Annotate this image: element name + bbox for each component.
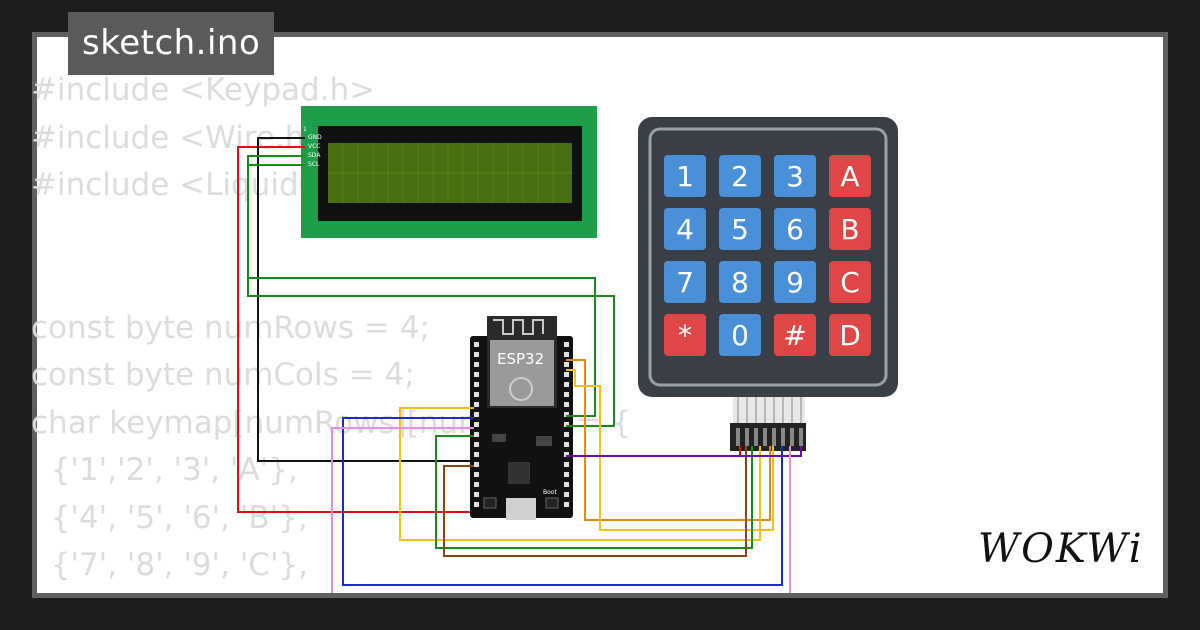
lcd-pin-gnd-label: GND <box>308 134 322 141</box>
wire-purple-keypad <box>566 446 802 457</box>
usb-port <box>506 498 536 520</box>
wire-orange-keypad <box>566 359 771 521</box>
wire-yellow-left <box>399 407 761 541</box>
key-label: C <box>840 266 860 299</box>
key-cap <box>774 261 816 303</box>
key-label: 9 <box>786 266 804 299</box>
key-B[interactable]: B <box>829 208 871 250</box>
key-1[interactable]: 1 <box>664 155 706 197</box>
wire-yellow-keypad <box>566 369 774 531</box>
boot-label: Boot <box>543 489 557 496</box>
keypad-border <box>648 127 888 387</box>
key-cap <box>829 208 871 250</box>
key-5[interactable]: 5 <box>719 208 761 250</box>
key-label: 8 <box>731 266 749 299</box>
key-label: A <box>840 160 859 193</box>
key-label: B <box>840 213 859 246</box>
lcd-pin-1-label: 1 <box>303 126 307 133</box>
key-cap <box>774 155 816 197</box>
code-line: const byte numRows = 4; <box>31 309 430 346</box>
key-label: # <box>783 319 806 352</box>
key-4[interactable]: 4 <box>664 208 706 250</box>
key-label: 7 <box>676 266 694 299</box>
key-3[interactable]: 3 <box>774 155 816 197</box>
antenna-trace <box>493 319 544 335</box>
lcd-pin-scl-label: SCL <box>308 161 320 168</box>
key-label: 5 <box>731 213 749 246</box>
wire-green-sda <box>247 155 596 417</box>
key-label: 1 <box>676 160 694 193</box>
lcd-pin-sda-label: SDA <box>308 152 321 159</box>
header-pins-left <box>474 342 479 507</box>
code-line: {'1','2', '3', 'A'}, <box>31 452 298 488</box>
key-cap <box>719 261 761 303</box>
smd-component <box>492 434 506 442</box>
lcd-pin-vcc-label: VCC <box>308 143 320 150</box>
key-label: 0 <box>731 319 749 352</box>
keypad-4x4[interactable]: 1 2 3 A 4 5 6 B 7 8 9 C * 0 # D <box>638 117 898 451</box>
esp32-label: ESP32 <box>497 350 544 368</box>
wire-brown-keypad <box>443 446 747 557</box>
key-6[interactable]: 6 <box>774 208 816 250</box>
key-D[interactable]: D <box>829 314 871 356</box>
lcd-display[interactable]: 1 GND VCC SDA SCL <box>301 106 597 238</box>
key-cap <box>829 314 871 356</box>
code-line: const byte numCols = 4; <box>31 357 415 393</box>
key-cap <box>664 208 706 250</box>
wire-green-keypad <box>435 435 753 549</box>
key-A[interactable]: A <box>829 155 871 197</box>
smd-component <box>536 436 552 446</box>
key-cap <box>664 155 706 197</box>
keypad-keys: 1 2 3 A 4 5 6 B 7 8 9 C * 0 # D <box>664 155 871 356</box>
en-button[interactable] <box>483 497 497 509</box>
key-9[interactable]: 9 <box>774 261 816 303</box>
wire-pink-left <box>331 427 474 593</box>
header-pins-right <box>564 342 569 507</box>
key-C[interactable]: C <box>829 261 871 303</box>
code-line: #include <Keypad.h> <box>31 72 376 108</box>
key-label: 2 <box>731 160 749 193</box>
key-cap <box>774 314 816 356</box>
key-cap <box>664 314 706 356</box>
lcd-char-grid <box>328 143 572 203</box>
key-8[interactable]: 8 <box>719 261 761 303</box>
file-tab[interactable]: sketch.ino <box>68 12 275 75</box>
wire-black-gnd <box>257 137 470 462</box>
code-line: {'4', '5', '6', 'B'}, <box>31 499 308 536</box>
wire-blue-keypad <box>342 417 783 586</box>
espressif-logo-icon <box>509 377 533 401</box>
key-cap <box>719 314 761 356</box>
key-star[interactable]: * <box>664 314 706 356</box>
usb-chip <box>508 462 530 484</box>
boot-button[interactable] <box>545 497 559 509</box>
key-7[interactable]: 7 <box>664 261 706 303</box>
esp32-shield <box>490 340 554 406</box>
key-label: * <box>678 319 692 352</box>
wire-red-vcc <box>237 146 470 513</box>
wire-green-scl <box>247 164 615 427</box>
keypad-ribbon <box>730 397 806 451</box>
wires <box>237 137 802 593</box>
key-cap <box>664 261 706 303</box>
key-cap <box>829 261 871 303</box>
key-2[interactable]: 2 <box>719 155 761 197</box>
key-hash[interactable]: # <box>774 314 816 356</box>
key-0[interactable]: 0 <box>719 314 761 356</box>
wokwi-logo: WOKWi <box>978 526 1144 572</box>
key-cap <box>719 208 761 250</box>
key-cap <box>774 208 816 250</box>
key-cap <box>719 155 761 197</box>
wire-red-keypad <box>566 446 741 457</box>
key-label: 3 <box>786 160 804 193</box>
key-label: 4 <box>676 213 694 246</box>
esp32-board[interactable]: ESP32 Boot <box>470 316 573 520</box>
code-line: {'7', '8', '9', 'C'}, <box>31 547 309 583</box>
key-label: D <box>839 319 861 352</box>
key-cap <box>829 155 871 197</box>
key-label: 6 <box>786 213 804 246</box>
